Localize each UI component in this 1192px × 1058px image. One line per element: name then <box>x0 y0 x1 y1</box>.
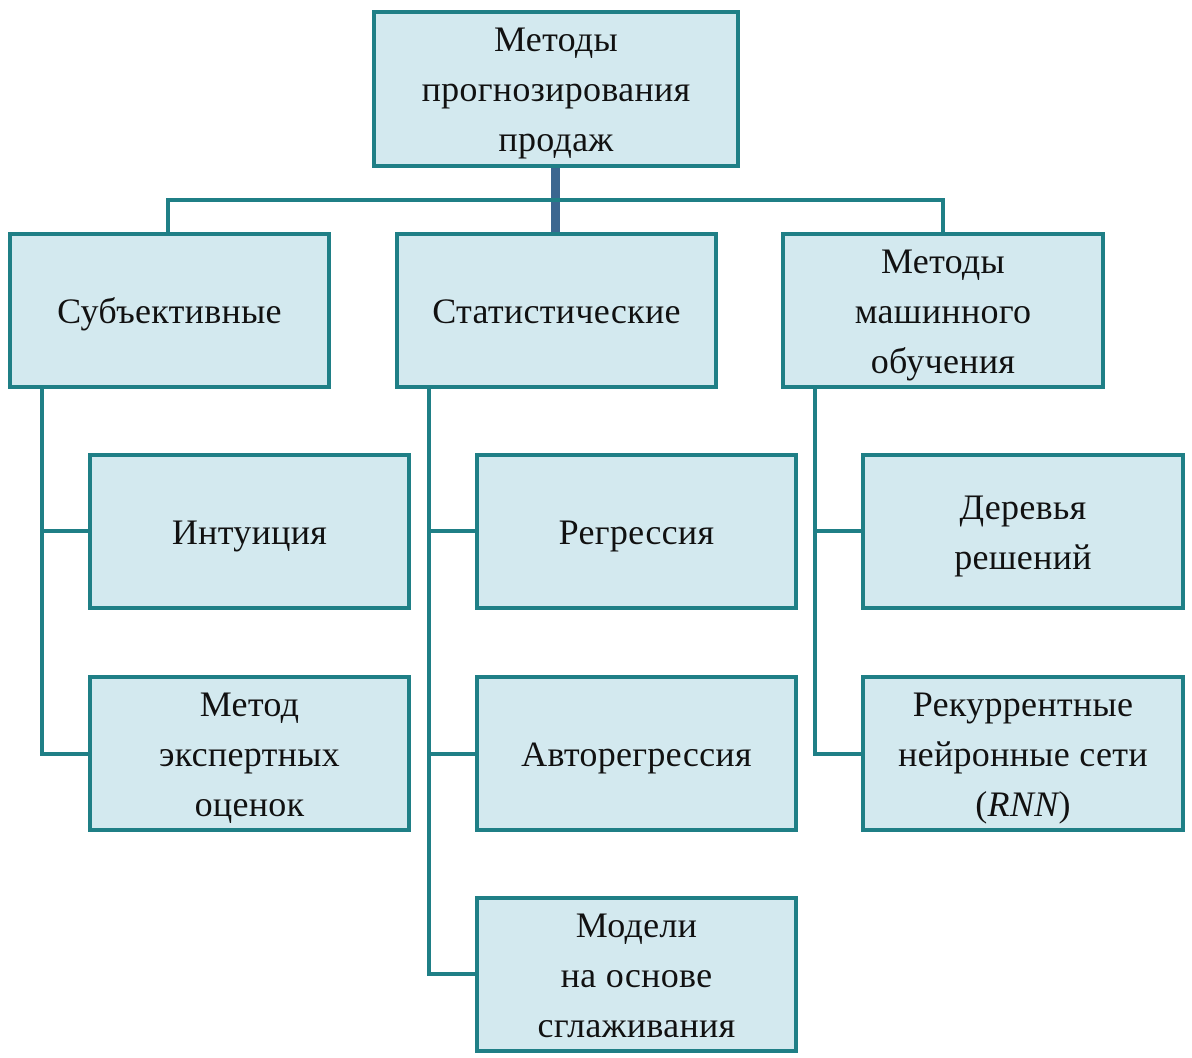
node-smoothing-line-3: сглаживания <box>537 1004 736 1045</box>
spine-ml <box>813 386 817 756</box>
root-line-2: прогнозирования <box>421 69 691 109</box>
node-expert-assessment: Метод экспертных оценок <box>88 675 411 832</box>
node-smoothing-line-1: Модели <box>575 904 698 945</box>
rnn-abbreviation: RNN <box>987 783 1059 824</box>
node-intuition-label: Интуиция <box>171 511 328 552</box>
node-machine-learning: Методы машинного обучения <box>781 232 1105 389</box>
node-autoregression-label: Авторегрессия <box>521 733 752 774</box>
node-subjective-label: Субъективные <box>57 290 282 331</box>
spine-subjective <box>40 386 44 756</box>
node-decision-trees: Деревья решений <box>861 453 1185 610</box>
node-ml-line-2: машинного <box>854 290 1032 331</box>
node-trees-line-1: Деревья <box>959 486 1087 527</box>
node-trees-line-2: решений <box>954 536 1092 577</box>
node-regression-label: Регрессия <box>558 511 715 552</box>
root-line-1: Методы <box>493 19 619 59</box>
node-rnn: Рекуррентные нейронные сети (RNN) <box>861 675 1185 832</box>
branch-autoregression <box>427 752 477 756</box>
branch-trees <box>813 529 863 533</box>
drop-subjective <box>166 198 170 234</box>
node-expert-line-1: Метод <box>199 683 300 724</box>
branch-rnn <box>813 752 863 756</box>
node-expert-line-3: оценок <box>194 783 305 824</box>
node-ml-line-3: обучения <box>870 340 1016 381</box>
level-bus <box>166 198 945 202</box>
node-rnn-line-3: (RNN) <box>898 779 1148 829</box>
branch-regression <box>427 529 477 533</box>
node-ml-line-1: Методы <box>880 240 1006 281</box>
spine-statistical <box>427 386 431 976</box>
drop-ml <box>941 198 945 234</box>
node-rnn-line-2: нейронные сети <box>898 733 1148 774</box>
node-subjective: Субъективные <box>8 232 331 389</box>
branch-smoothing <box>427 972 477 976</box>
root-line-3: продаж <box>498 119 614 159</box>
node-rnn-line-1: Рекуррентные <box>912 683 1134 724</box>
node-statistical: Статистические <box>395 232 718 389</box>
node-intuition: Интуиция <box>88 453 411 610</box>
branch-expert <box>40 752 90 756</box>
node-expert-line-2: экспертных <box>159 733 340 774</box>
node-smoothing-models: Модели на основе сглаживания <box>475 896 798 1053</box>
branch-intuition <box>40 529 90 533</box>
node-statistical-label: Статистические <box>432 290 681 331</box>
node-regression: Регрессия <box>475 453 798 610</box>
root-node: Методы прогнозирования продаж <box>372 10 740 168</box>
node-autoregression: Авторегрессия <box>475 675 798 832</box>
rnn-close-paren: ) <box>1058 783 1071 824</box>
rnn-open-paren: ( <box>975 783 988 824</box>
node-smoothing-line-2: на основе <box>560 954 713 995</box>
